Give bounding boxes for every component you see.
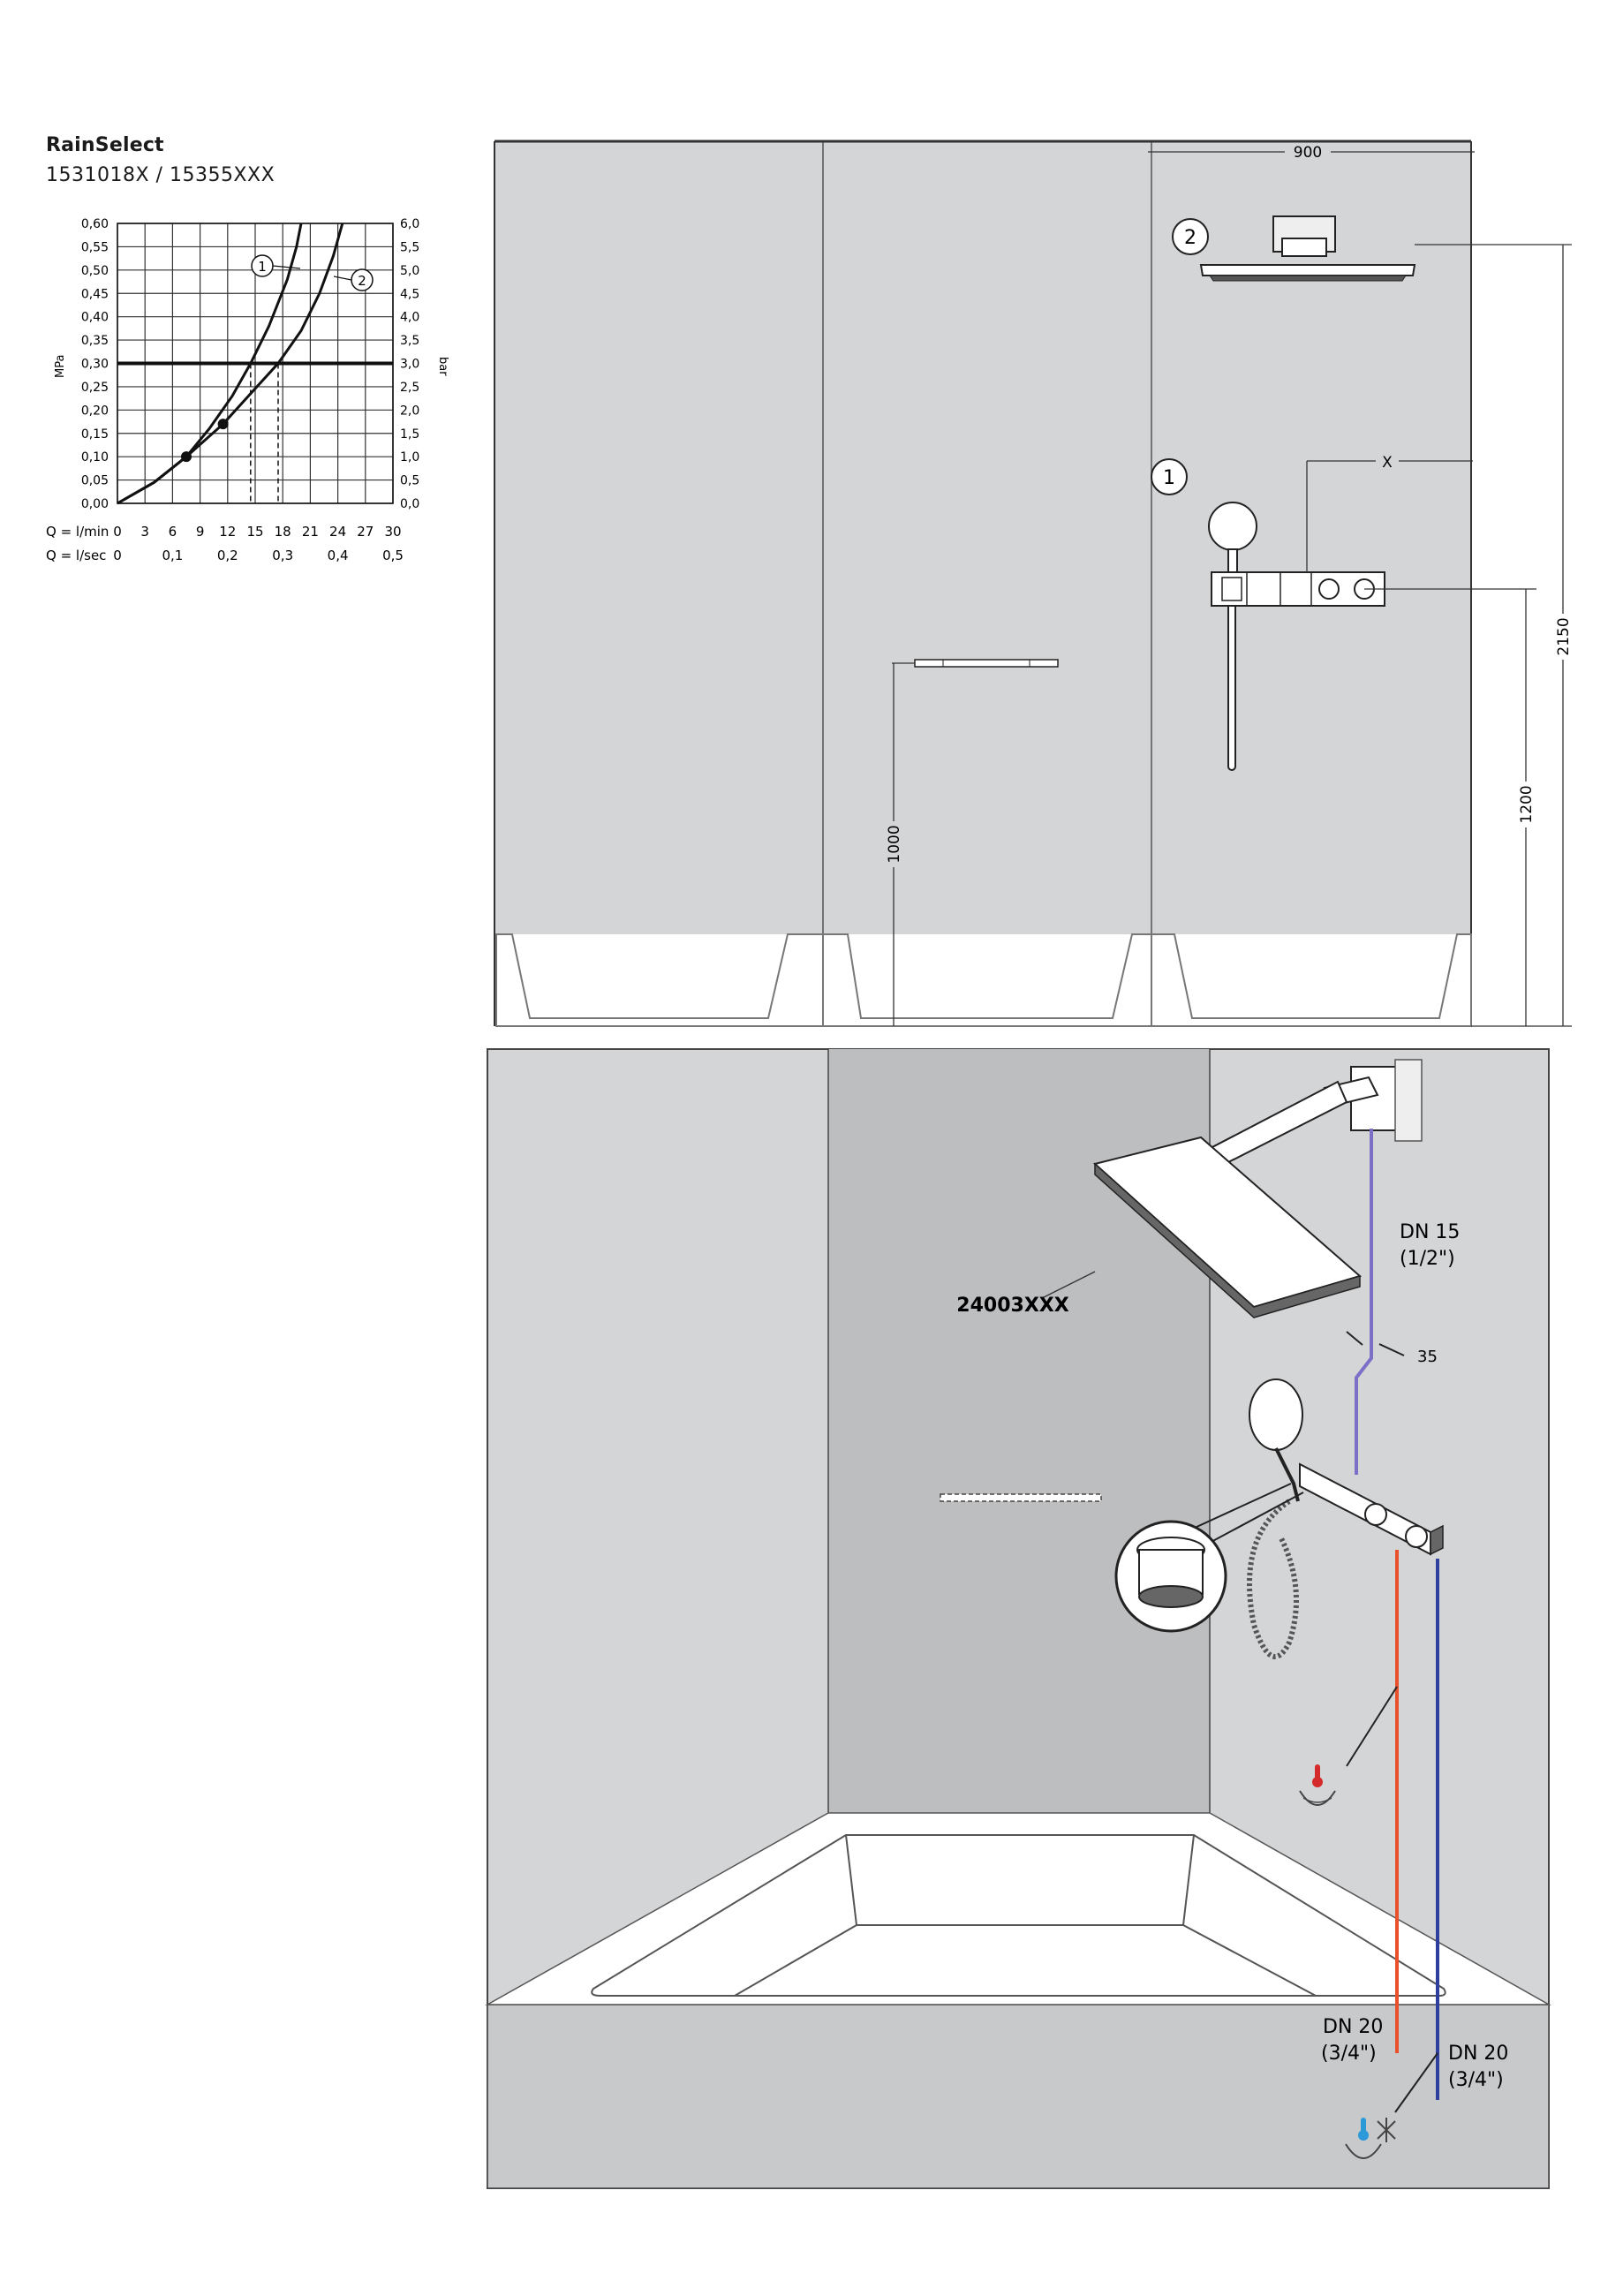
dn15-inch: (1/2") [1400,1248,1455,1270]
chart-ytick-right-label: 5,0 [400,264,419,278]
chart-ytick-label: 0,10 [81,450,109,464]
supply-pipe-dn15 [1355,1129,1373,1475]
chart-xtick-lmin-label: 18 [275,524,291,540]
chart-frame [117,223,394,504]
chart-ytick-right-label: 5,5 [400,240,419,254]
chart-callout-leader [272,265,301,269]
shelf-perspective [940,1493,1102,1502]
chart-xtick-lmin-label: 30 [384,524,401,540]
chart-xtick-lmin-label: 12 [219,524,236,540]
chart-ytick-label: 0,00 [81,497,109,511]
chart-ytick-right-label: 0,0 [400,497,419,511]
chart-xtick-lsec-label: 0,3 [272,548,293,563]
chart-xtick-lmin-label: 27 [357,524,374,540]
chart-ytick-label: 0,55 [81,240,109,254]
thermostat-panel [1211,571,1385,607]
chart-ytick-label: 0,35 [81,334,109,348]
overhead-shower [1199,215,1416,282]
thermostat-perspective [1299,1462,1444,1556]
chart-x-label-lsec: Q = l/sec [46,548,106,563]
chart-ytick-right-label: 3,0 [400,358,419,372]
pressure-flow-chart: 0,600,550,500,450,400,350,300,250,200,15… [46,217,449,563]
shelf [914,659,1059,668]
wall-panel-right [1151,141,1471,934]
chart-ytick-right-label: 4,0 [400,311,419,325]
dn15-label: DN 15 [1400,1221,1460,1243]
dn20-hot-inch: (3/4") [1321,2043,1377,2065]
chart-xtick-lsec-label: 0,4 [328,548,349,563]
chart-xtick-lsec-label: 0,2 [217,548,238,563]
chart-xtick-lmin-label: 15 [246,524,263,540]
dim-total-2150: 2150 [1555,617,1573,655]
chart-series-label-1: 1 [258,259,267,275]
chart-xtick-lsec-label: 0,5 [382,548,404,563]
chart-series-line-2 [117,223,344,505]
wall-panel-left [494,141,823,934]
chart-ytick-right-label: 0,5 [400,474,419,488]
bathtub-elevation [495,933,1472,1027]
callout-2: 2 [1184,227,1196,249]
dim-x: X [1382,454,1393,472]
chart-series-label-2: 2 [358,273,366,289]
chart-ytick-right-label: 2,5 [400,381,419,395]
dim-35: 35 [1417,1348,1438,1366]
chart-ytick-label: 0,40 [81,311,109,325]
chart-ytick-right-label: 1,0 [400,450,419,464]
hand-shower [1208,502,1257,771]
chart-callout-leader [333,276,352,281]
product-codes: 1531018X / 15355XXX [46,164,276,186]
dim-thermostat-1200: 1200 [1518,785,1536,823]
chart-xtick-lmin-label: 0 [113,524,122,540]
chart-point-marker [217,419,229,430]
chart-ytick-label: 0,45 [81,287,109,301]
chart-xtick-lmin-label: 9 [196,524,205,540]
shower-elevation-drawing: 900 2 1 X 1000 2150 12 [494,140,1573,1027]
chart-x-label-lmin: Q = l/min [46,524,109,540]
chart-ytick-label: 0,60 [81,217,109,231]
chart-xtick-lmin-label: 3 [140,524,149,540]
chart-ytick-label: 0,25 [81,381,109,395]
hand-shower-perspective [1247,1378,1303,1659]
chart-xtick-lsec-label: 0,1 [162,548,183,563]
chart-ylabel-right: bar [436,357,449,376]
chart-ylabel: MPa [54,355,67,378]
overhead-shower-plate [1092,1136,1363,1318]
chart-plot-area: 0,600,550,500,450,400,350,300,250,200,15… [81,217,419,563]
chart-ytick-label: 0,30 [81,358,109,372]
chart-ytick-label: 0,05 [81,474,109,488]
chart-xtick-lmin-label: 21 [302,524,319,540]
hot-water-icon [1299,1764,1336,1806]
callout-1: 1 [1163,467,1175,489]
wall-panel-center [823,141,1151,934]
chart-ytick-right-label: 6,0 [400,217,419,231]
dn20-cold-inch: (3/4") [1448,2069,1504,2091]
chart-point-marker [181,451,192,463]
dn20-hot-label: DN 20 [1323,2016,1383,2038]
center-wall [828,1049,1210,1813]
dim-width-900: 900 [1294,144,1322,162]
page-title: RainSelect [46,134,164,156]
part-label-24003xxx: 24003XXX [956,1295,1068,1317]
chart-xtick-lmin-label: 6 [169,524,177,540]
chart-ytick-right-label: 2,0 [400,404,419,418]
chart-ytick-label: 0,15 [81,427,109,442]
chart-ytick-right-label: 4,5 [400,287,419,301]
chart-ytick-label: 0,20 [81,404,109,418]
chart-ytick-right-label: 3,5 [400,334,419,348]
chart-xtick-lsec-label: 0 [113,548,122,563]
chart-xtick-lmin-label: 24 [329,524,346,540]
dn20-cold-label: DN 20 [1448,2043,1508,2065]
bathtub-perspective [485,1812,1551,2189]
chart-ytick-label: 0,50 [81,264,109,278]
installation-perspective-drawing: 24003XXX DN 15 (1/2") 35 DN 20 (3/4") DN… [485,1048,1551,2189]
cold-water-icon [1345,2118,1396,2159]
dim-shelf-1000: 1000 [886,825,903,863]
chart-ytick-right-label: 1,5 [400,427,419,442]
